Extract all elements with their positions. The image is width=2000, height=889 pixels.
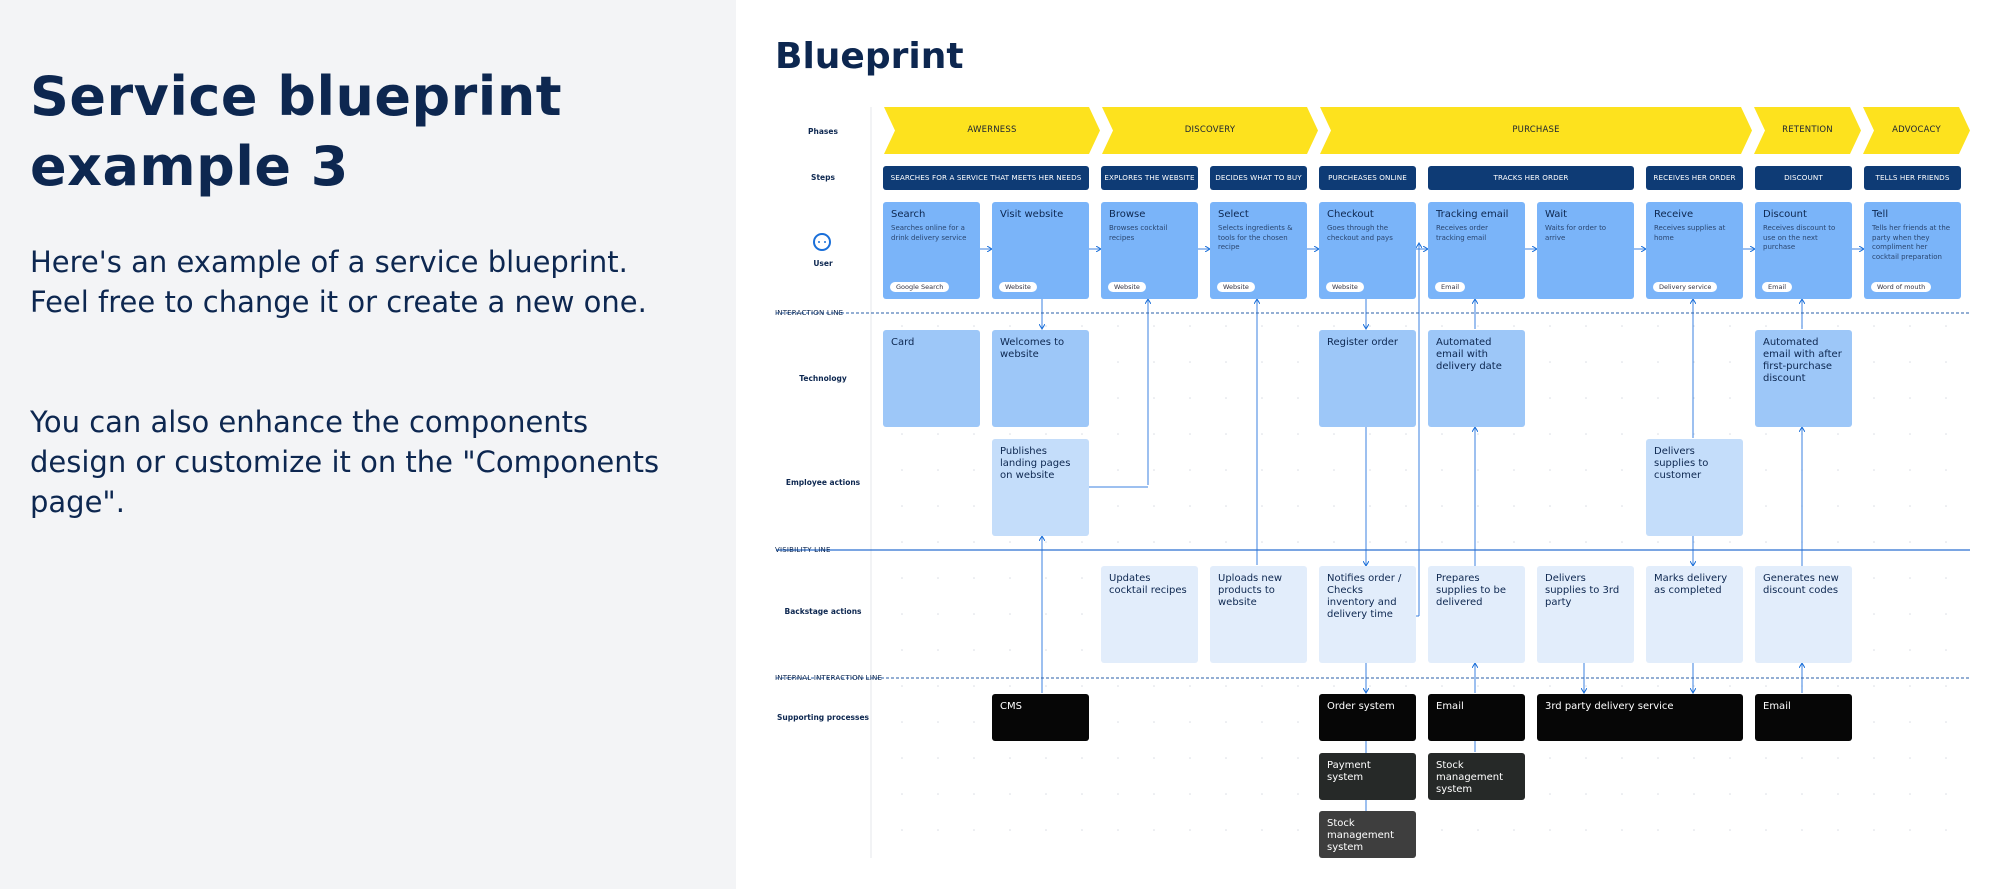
row-label-technology: Technology <box>799 374 847 383</box>
interaction-line-label: INTERACTION LINE <box>775 309 844 317</box>
flow-arrows <box>980 243 1864 693</box>
employee-card-publish: Publishes landing pages on website <box>992 439 1089 536</box>
tech-card-auto-email: Automated email with delivery date <box>1428 330 1525 427</box>
step-track: TRACKS HER ORDER <box>1428 166 1634 190</box>
backstage-card-prepare: Prepares supplies to be delivered <box>1428 566 1525 663</box>
row-label-supporting: Supporting processes <box>776 713 870 722</box>
phase-advocacy: ADVOCACY <box>1863 107 1970 154</box>
step-explore: EXPLORES THE WEBSITE <box>1101 166 1198 190</box>
step-receive: RECEIVES HER ORDER <box>1646 166 1743 190</box>
row-label-employee: Employee actions <box>785 478 861 487</box>
phase-awareness: AWERNESS <box>884 107 1100 154</box>
phase-retention: RETENTION <box>1754 107 1861 154</box>
step-purchase: PURCHEASES ONLINE <box>1319 166 1416 190</box>
tech-card-card: Card <box>883 330 980 427</box>
page-title: Service blueprint example 3 <box>30 65 563 198</box>
employee-card-deliver: Delivers supplies to customer <box>1646 439 1743 536</box>
backstage-card-products: Uploads new products to website <box>1210 566 1307 663</box>
intro-panel: Service blueprint example 3 Here's an ex… <box>0 0 736 889</box>
step-tell: TELLS HER FRIENDS <box>1864 166 1961 190</box>
backstage-card-completed: Marks delivery as completed <box>1646 566 1743 663</box>
row-label-backstage: Backstage actions <box>784 607 862 616</box>
support-card-delivery: 3rd party delivery service <box>1537 694 1743 741</box>
tech-card-register: Register order <box>1319 330 1416 427</box>
row-label-phases: Phases <box>808 127 838 136</box>
step-search: SEARCHES FOR A SERVICE THAT MEETS HER NE… <box>883 166 1089 190</box>
step-decide: DECIDES WHAT TO BUY <box>1210 166 1307 190</box>
support-card-cms: CMS <box>992 694 1089 741</box>
phase-discovery: DISCOVERY <box>1102 107 1318 154</box>
support-card-stock-2: Stock management system <box>1319 811 1416 858</box>
row-label-user: User <box>813 259 833 268</box>
step-discount: DISCOUNT <box>1755 166 1852 190</box>
support-card-order-system: Order system <box>1319 694 1416 741</box>
internal-line-label: INTERNAL INTERACTION LINE <box>775 674 883 682</box>
blueprint-title: Blueprint <box>775 36 964 77</box>
support-card-stock-1: Stock management system <box>1428 753 1525 800</box>
tech-card-discount-email: Automated email with after first-purchas… <box>1755 330 1852 427</box>
intro-paragraph-2: You can also enhance the components desi… <box>30 405 660 519</box>
row-label-steps: Steps <box>811 173 835 182</box>
support-card-payment: Payment system <box>1319 753 1416 800</box>
backstage-card-recipes: Updates cocktail recipes <box>1101 566 1198 663</box>
backstage-card-3rd-party: Delivers supplies to 3rd party <box>1537 566 1634 663</box>
support-card-email-2: Email <box>1755 694 1852 741</box>
support-card-email: Email <box>1428 694 1525 741</box>
intro-paragraph-1: Here's an example of a service blueprint… <box>30 245 647 319</box>
phase-purchase: PURCHASE <box>1320 107 1752 154</box>
backstage-card-notify: Notifies order / Checks inventory and de… <box>1319 566 1416 663</box>
tech-card-welcome: Welcomes to website <box>992 330 1089 427</box>
backstage-card-codes: Generates new discount codes <box>1755 566 1852 663</box>
user-persona-icon <box>813 233 831 251</box>
visibility-line-label: VISIBILITY LINE <box>775 546 831 554</box>
